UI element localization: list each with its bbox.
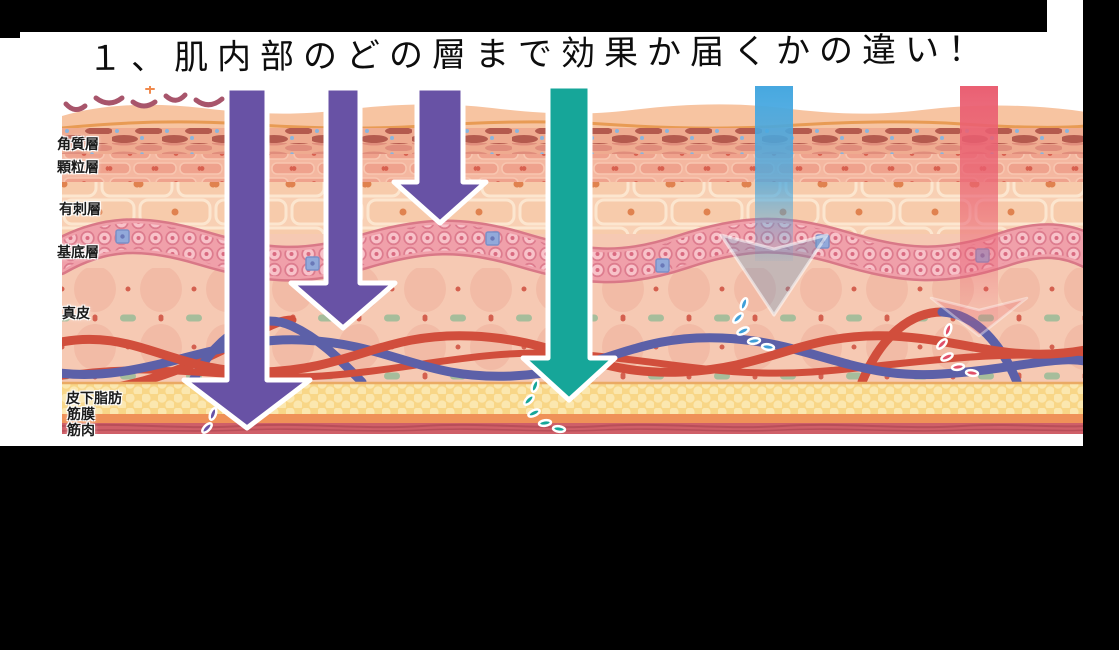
layer-label-granular: 顆粒層: [57, 159, 99, 175]
skin-illustration-svg: [39, 83, 1109, 462]
layer-label-spinous: 有刺層: [59, 201, 101, 217]
layer-label-basal: 基底層: [57, 244, 99, 260]
bottom-black-bar: [0, 446, 1119, 650]
top-black-bar-notch: [0, 30, 20, 38]
layer-label-dermis: 真皮: [62, 305, 90, 321]
layer-label-muscle: 筋肉: [67, 422, 95, 438]
layer-muscle: [61, 423, 1087, 434]
purple-arrow-mid: [288, 85, 398, 331]
skin-flakes: [63, 92, 225, 112]
layer-label-stratum-corneum: 角質層: [57, 136, 99, 152]
skin-cross-section-illustration: [39, 83, 1109, 462]
arrows: [181, 83, 1029, 431]
teal-arrow: [520, 83, 618, 403]
sparkle-icon: [145, 84, 155, 94]
layer-fascia: [62, 414, 1086, 423]
purple-arrow-shallow: [391, 85, 489, 226]
blue-arrow-faded: [719, 86, 829, 317]
layer-label-fascia: 筋膜: [67, 406, 95, 422]
layer-label-subcutaneous-fat: 皮下脂肪: [66, 390, 122, 406]
red-arrow-faded: [929, 85, 1029, 338]
purple-arrow-deep: [181, 85, 313, 431]
top-black-bar: [0, 0, 1047, 32]
